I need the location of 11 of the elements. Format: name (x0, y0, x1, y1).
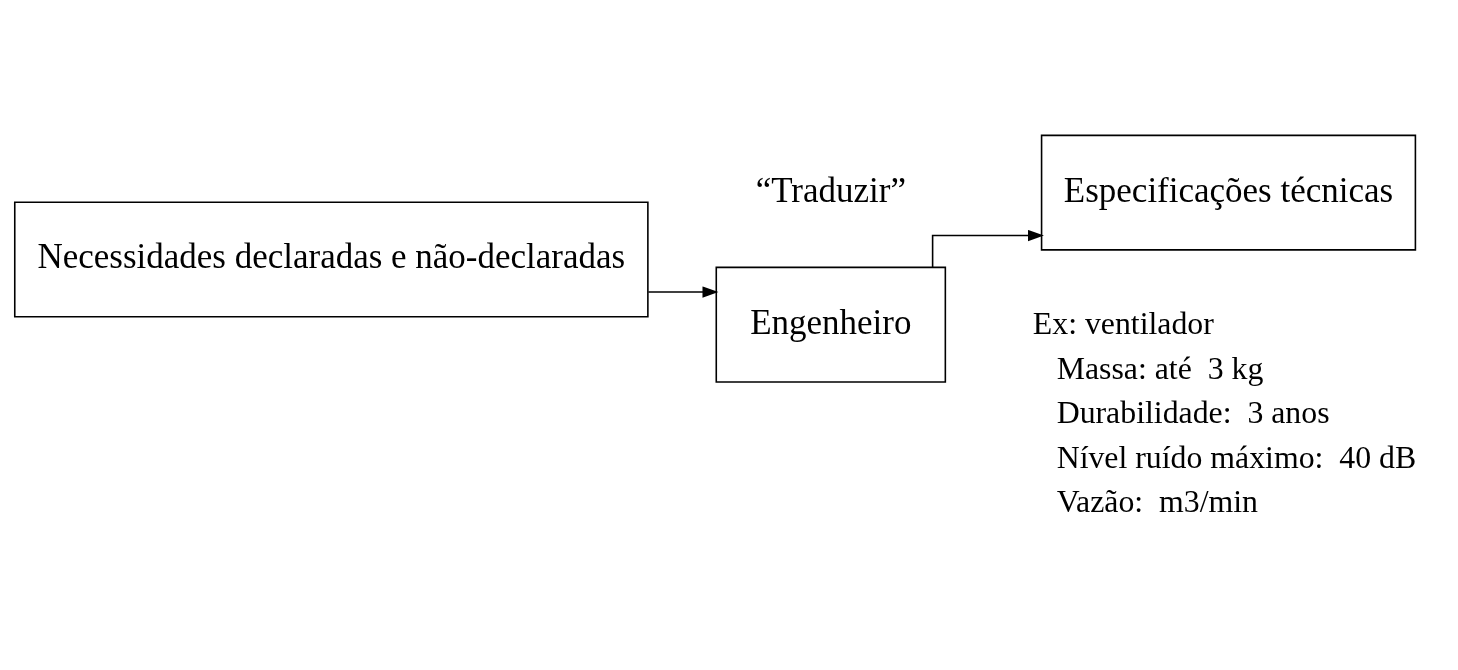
arrow (647, 286, 719, 298)
label: Massa: até 3 kg (1056, 350, 1264, 386)
label: Vazão: m3/min (1056, 484, 1259, 520)
label: Durabilidade: 3 anos (1056, 395, 1330, 431)
arrow (931, 230, 1044, 269)
label: Ex: ventilador (1032, 306, 1214, 342)
node-box: Engenheiro (715, 266, 947, 383)
node-box: Especificações técnicas (1040, 134, 1417, 251)
label: “Traduzir” (755, 170, 906, 210)
label: Nível ruído máximo: 40 dB (1056, 439, 1417, 475)
node-box: Necessidades declaradas e não-declaradas (13, 201, 649, 318)
